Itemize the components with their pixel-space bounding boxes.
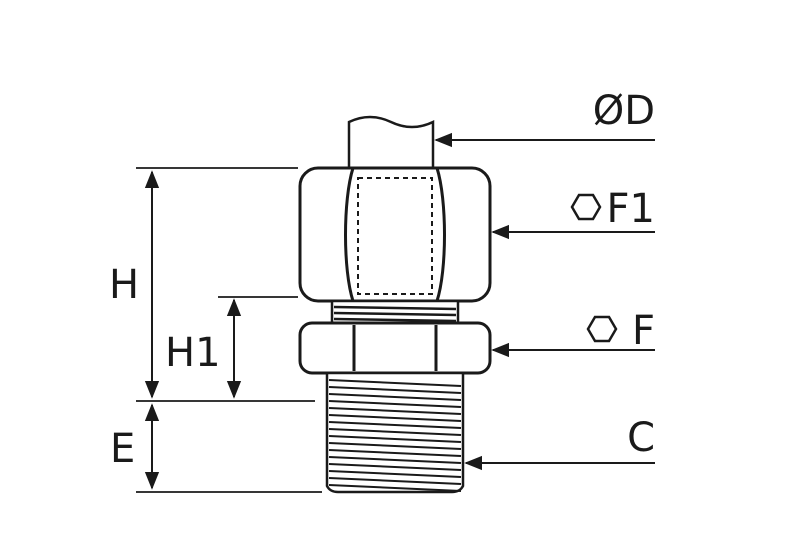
- thread-line: [328, 442, 462, 450]
- lower-hex: [298, 321, 492, 375]
- thread-line: [328, 477, 462, 485]
- label-f: F: [632, 308, 655, 354]
- thread-line: [328, 470, 462, 478]
- hexagon-icon: [570, 193, 602, 221]
- thread-line: [328, 393, 462, 401]
- label-f1: F1: [607, 186, 655, 232]
- thread-line: [328, 414, 462, 422]
- thread-line: [328, 435, 462, 443]
- label-d: ØD: [593, 88, 655, 134]
- threaded-body: [325, 371, 465, 494]
- label-h: H: [109, 262, 139, 308]
- thread-line: [328, 449, 462, 457]
- thread-line: [328, 428, 462, 436]
- thread-line: [328, 379, 462, 387]
- thread-line: [328, 386, 462, 394]
- tube: [347, 115, 435, 170]
- upper-hex-nut: [298, 166, 492, 303]
- thread-lines: [328, 379, 462, 492]
- thread-line: [328, 400, 462, 408]
- label-e: E: [110, 426, 135, 472]
- leader-lines: [434, 132, 655, 471]
- thread-line: [328, 407, 462, 415]
- thread-line: [328, 456, 462, 464]
- label-c: C: [627, 415, 655, 461]
- hexagon-icon: [586, 315, 618, 343]
- thread-line: [328, 484, 462, 492]
- extension-lines: [136, 167, 322, 493]
- dimension-lines: [144, 170, 242, 490]
- thread-line: [328, 421, 462, 429]
- thread-line: [328, 463, 462, 471]
- label-h1: H1: [165, 330, 221, 376]
- neck: [330, 299, 460, 325]
